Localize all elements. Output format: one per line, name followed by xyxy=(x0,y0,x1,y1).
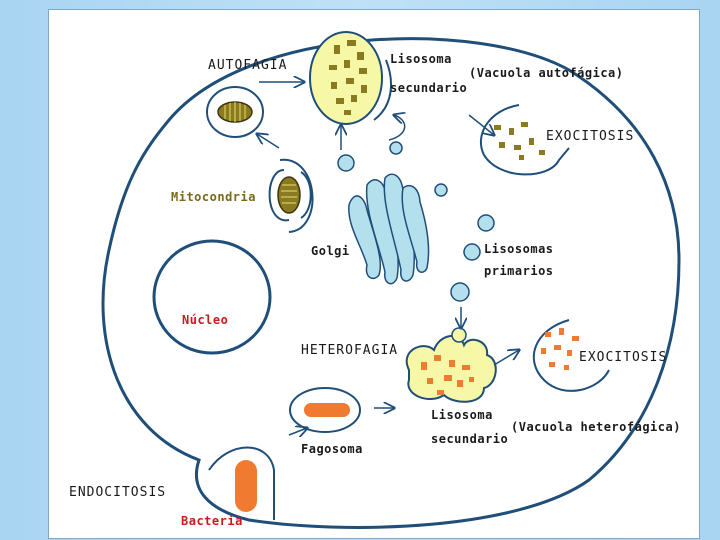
diagram-panel: AUTOFAGIA Lisosoma secundario (Vacuola a… xyxy=(48,9,700,539)
label-nucleo: Núcleo xyxy=(182,313,229,327)
arrow-icon xyxy=(257,82,519,435)
label-mitocondria: Mitocondria xyxy=(171,190,256,204)
bacteria-in-phagosome xyxy=(304,403,350,417)
label-autofagia: AUTOFAGIA xyxy=(208,58,288,73)
heterophagic-vacuole xyxy=(405,335,497,403)
label-lisosoma-top: Lisosoma xyxy=(390,52,452,66)
label-golgi: Golgi xyxy=(311,244,350,258)
golgi-icon xyxy=(348,173,430,285)
isolation-membrane xyxy=(268,169,312,222)
label-primarios: primarios xyxy=(484,264,554,278)
label-fagosoma: Fagosoma xyxy=(301,442,363,456)
label-lisosoma-bottom: Lisosoma xyxy=(431,408,493,422)
vacuole-fragments xyxy=(329,40,367,115)
label-vacuola-autofagica: (Vacuola autofágica) xyxy=(469,66,624,80)
heterophagic-fragments xyxy=(421,355,474,395)
label-exocitosis-top: EXOCITOSIS xyxy=(546,129,635,144)
label-heterofagia: HETEROFAGIA xyxy=(301,343,399,358)
cell-diagram xyxy=(101,31,681,529)
endocytosis-membrane xyxy=(208,446,275,520)
golgi-vesicle xyxy=(337,154,355,172)
mitochondria-icon xyxy=(277,176,301,214)
lysosome-icon xyxy=(450,282,470,302)
golgi-vesicle xyxy=(389,141,403,155)
label-exocitosis-mid: EXOCITOSIS xyxy=(579,350,668,365)
lysosome-icon xyxy=(477,214,495,232)
bacteria-icon xyxy=(235,460,257,512)
golgi-vesicle xyxy=(434,183,448,197)
label-bacteria: Bacteria xyxy=(181,514,243,528)
label-secundario-top: secundario xyxy=(390,81,468,95)
exocytosis-fragments-top xyxy=(494,122,545,160)
nucleus xyxy=(152,239,272,355)
exocytosis-fragments-mid xyxy=(541,328,579,370)
label-secundario-bottom: secundario xyxy=(431,432,509,446)
exocytosis-vesicle-top xyxy=(479,104,570,176)
lysosome-icon xyxy=(463,243,481,261)
label-lisosomas: Lisosomas xyxy=(484,242,554,256)
label-vacuola-heterofagica: (Vacuola heterofágica) xyxy=(511,420,681,434)
label-endocitosis: ENDOCITOSIS xyxy=(69,485,167,500)
